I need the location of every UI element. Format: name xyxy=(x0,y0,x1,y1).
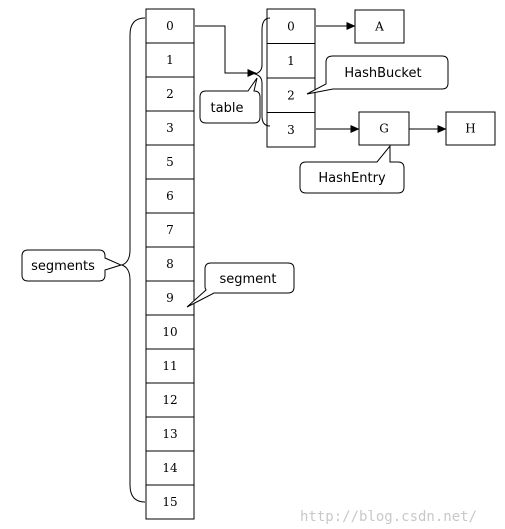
node-g: G xyxy=(358,111,410,146)
segment-cell-3: 3 xyxy=(145,110,195,146)
segment-cell-12: 12 xyxy=(145,382,195,418)
hash-entry-callout: HashEntry xyxy=(299,144,405,194)
segments-brace xyxy=(120,17,146,503)
segment-cell-15-label: 15 xyxy=(162,495,177,509)
node-g-label: G xyxy=(379,122,389,136)
node-h-label: H xyxy=(465,122,475,136)
hash-bucket-callout-label: HashBucket xyxy=(344,66,421,81)
segment-cell-13: 13 xyxy=(145,416,195,452)
bucket-cell-2: 2 xyxy=(266,77,316,113)
bucket-cell-0-label: 0 xyxy=(287,19,295,33)
segment-cell-0: 0 xyxy=(145,8,195,44)
segment-cell-13-label: 13 xyxy=(162,427,177,441)
segments-callout: segments xyxy=(21,249,123,282)
watermark: http://blog.csdn.net/ xyxy=(300,509,477,525)
bucket-cell-0: 0 xyxy=(266,8,316,44)
segment-callout-label: segment xyxy=(219,272,276,287)
segment-cell-12-label: 12 xyxy=(162,393,177,407)
segment-cell-5-label: 5 xyxy=(166,155,174,169)
segment-cell-14-label: 14 xyxy=(162,461,178,475)
segment-cell-11-label: 11 xyxy=(162,359,177,373)
segment-to-table-arrow xyxy=(195,25,257,77)
segment-cell-7-label: 7 xyxy=(166,223,174,237)
segment-cell-6-label: 6 xyxy=(166,189,174,203)
bucket-cell-2-label: 2 xyxy=(287,88,295,102)
segment-cell-8-label: 8 xyxy=(166,257,174,271)
segment-cell-10: 10 xyxy=(145,314,195,350)
table-callout: table xyxy=(199,77,261,124)
table-array: 0 1 2 3 xyxy=(266,8,316,148)
bucket-cell-3: 3 xyxy=(266,112,316,148)
segment-cell-6: 6 xyxy=(145,178,195,214)
segment-cell-9: 9 xyxy=(145,280,195,316)
segments-callout-label: segments xyxy=(31,259,95,274)
segment-cell-15: 15 xyxy=(145,484,195,520)
table-callout-label: table xyxy=(211,101,244,116)
segment-cell-2: 2 xyxy=(145,76,195,112)
bucket-cell-1: 1 xyxy=(266,43,316,79)
segment-cell-9-label: 9 xyxy=(166,291,174,305)
segment-cell-8: 8 xyxy=(145,246,195,282)
bucket-cell-3-label: 3 xyxy=(287,123,295,137)
segment-cell-2-label: 2 xyxy=(166,87,174,101)
segment-cell-1: 1 xyxy=(145,42,195,78)
segment-cell-1-label: 1 xyxy=(166,53,174,67)
bucket-cell-1-label: 1 xyxy=(287,54,295,68)
node-h: H xyxy=(445,111,496,146)
segment-cell-11: 11 xyxy=(145,348,195,384)
segment-cell-5: 5 xyxy=(145,144,195,180)
segment-cell-14: 14 xyxy=(145,450,195,486)
node-a: A xyxy=(354,9,405,44)
segment-cell-7: 7 xyxy=(145,212,195,248)
segment-cell-0-label: 0 xyxy=(166,19,174,33)
node-a-label: A xyxy=(374,20,384,34)
segment-cell-3-label: 3 xyxy=(166,121,174,135)
hash-bucket-callout: HashBucket xyxy=(306,55,449,95)
segment-cell-10-label: 10 xyxy=(162,325,177,339)
segment-callout: segment xyxy=(186,262,295,308)
hash-entry-callout-label: HashEntry xyxy=(318,171,386,186)
